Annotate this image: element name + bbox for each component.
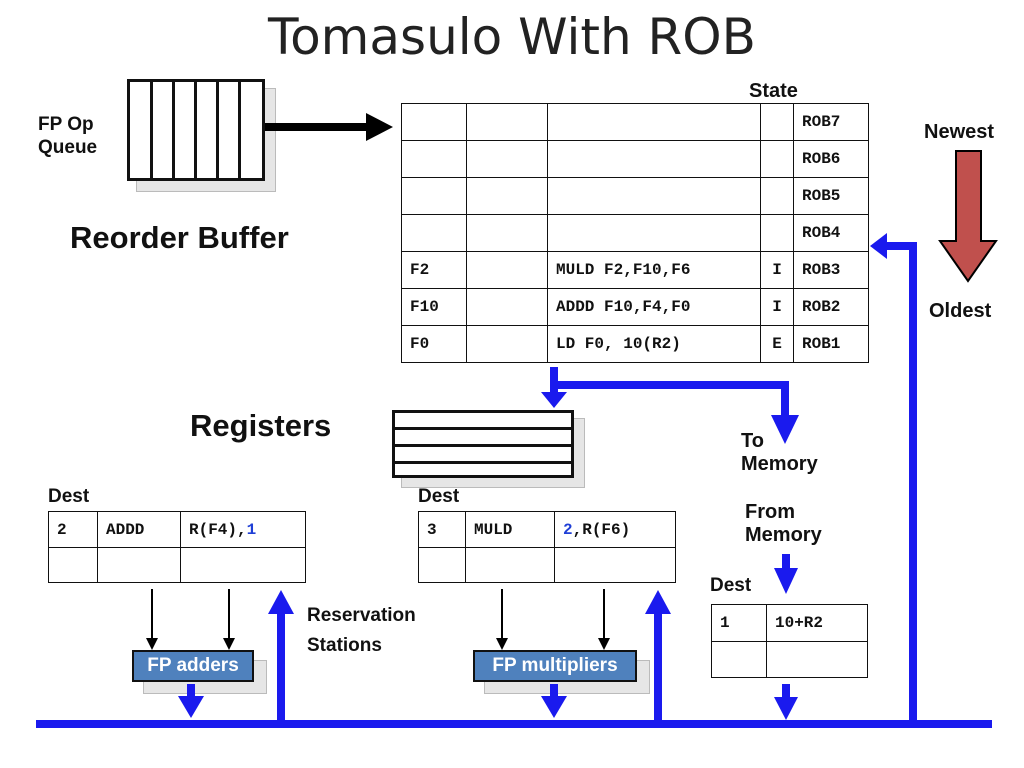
cdb-to-mult-rs-arrow [645, 590, 671, 724]
rob-value [466, 177, 548, 215]
reorder-buffer-label: Reorder Buffer [70, 220, 289, 255]
rob-id: ROB6 [793, 140, 869, 178]
multiplier-reservation-station: 3 MULD 2,R(F6) [418, 511, 676, 583]
reorder-buffer-table: ROB7 ROB6 ROB5 ROB4 F2 MULD F2,F10,F6 I … [401, 103, 869, 363]
rob-row: ROB4 [401, 214, 869, 252]
rob-dest [401, 103, 467, 141]
rob-dest: F10 [401, 288, 467, 326]
rob-value [466, 140, 548, 178]
rob-instruction: MULD F2,F10,F6 [547, 251, 761, 289]
newest-to-oldest-arrow [938, 150, 998, 283]
mult-dest-label: Dest [418, 486, 460, 507]
rs-op [97, 547, 181, 583]
fp-adders-unit: FP adders [132, 650, 254, 682]
rob-to-memory-arrow [550, 381, 799, 444]
rs-row: 2 ADDD R(F4),1 [48, 511, 306, 548]
rob-row: F2 MULD F2,F10,F6 I ROB3 [401, 251, 869, 289]
rob-dest: F0 [401, 325, 467, 363]
rob-row: ROB6 [401, 140, 869, 178]
adder-operand-lines [146, 589, 235, 650]
rs-dest [48, 547, 98, 583]
rs-operands [180, 547, 306, 583]
cdb-to-adder-rs-arrow [268, 590, 294, 724]
state-label: State [749, 80, 798, 102]
rs-op: MULD [465, 511, 555, 548]
newest-label: Newest [924, 121, 995, 143]
to-memory-label: To Memory [741, 430, 818, 475]
adder-dest-label: Dest [48, 486, 90, 507]
rs-row [48, 547, 306, 583]
registers-label: Registers [190, 408, 332, 443]
load-buffer: 1 10+R2 [711, 604, 868, 678]
rob-instruction [547, 140, 761, 178]
register-file [392, 410, 574, 478]
rob-id: ROB5 [793, 177, 869, 215]
rob-row: ROB5 [401, 177, 869, 215]
rob-state [760, 177, 794, 215]
rob-id: ROB2 [793, 288, 869, 326]
load-to-cdb-arrow [774, 684, 798, 720]
rob-value [466, 325, 548, 363]
rob-id: ROB7 [793, 103, 869, 141]
rs-operands: R(F4),1 [180, 511, 306, 548]
rob-instruction [547, 103, 761, 141]
rob-state: E [760, 325, 794, 363]
adder-reservation-station: 2 ADDD R(F4),1 [48, 511, 306, 583]
rs-row [418, 547, 676, 583]
rob-dest [401, 177, 467, 215]
rob-value [466, 214, 548, 252]
queue-to-rob-arrow [265, 113, 393, 141]
rob-instruction [547, 177, 761, 215]
rob-value [466, 251, 548, 289]
page-title: Tomasulo With ROB [268, 8, 756, 66]
multiplier-operand-lines [496, 589, 610, 650]
rob-value [466, 103, 548, 141]
rs-dest: 3 [418, 511, 466, 548]
rob-row: F0 LD F0, 10(R2) E ROB1 [401, 325, 869, 363]
rs-operands: 2,R(F6) [554, 511, 676, 548]
oldest-label: Oldest [929, 300, 992, 322]
from-memory-arrow [774, 554, 798, 594]
load-address [766, 641, 868, 678]
rob-id: ROB3 [793, 251, 869, 289]
rob-row: ROB7 [401, 103, 869, 141]
rs-op: ADDD [97, 511, 181, 548]
adders-to-cdb-arrow [178, 684, 204, 718]
from-memory-label: From Memory [745, 501, 822, 546]
reservation-stations-label: Reservation Stations [307, 605, 416, 656]
rs-operands [554, 547, 676, 583]
fp-op-queue-label: FP Op Queue [38, 114, 98, 158]
fp-op-queue [127, 79, 265, 181]
common-data-bus [36, 720, 992, 728]
rob-dest [401, 140, 467, 178]
rob-instruction: ADDD F10,F4,F0 [547, 288, 761, 326]
rs-row: 3 MULD 2,R(F6) [418, 511, 676, 548]
rob-instruction: LD F0, 10(R2) [547, 325, 761, 363]
load-dest-label: Dest [710, 575, 752, 596]
rob-id: ROB1 [793, 325, 869, 363]
rob-dest: F2 [401, 251, 467, 289]
cdb-to-rob-arrow [870, 233, 917, 724]
load-row [711, 641, 868, 678]
load-dest [711, 641, 767, 678]
rob-row: F10 ADDD F10,F4,F0 I ROB2 [401, 288, 869, 326]
multipliers-to-cdb-arrow [541, 684, 567, 718]
rob-instruction [547, 214, 761, 252]
fp-multipliers-unit: FP multipliers [473, 650, 637, 682]
